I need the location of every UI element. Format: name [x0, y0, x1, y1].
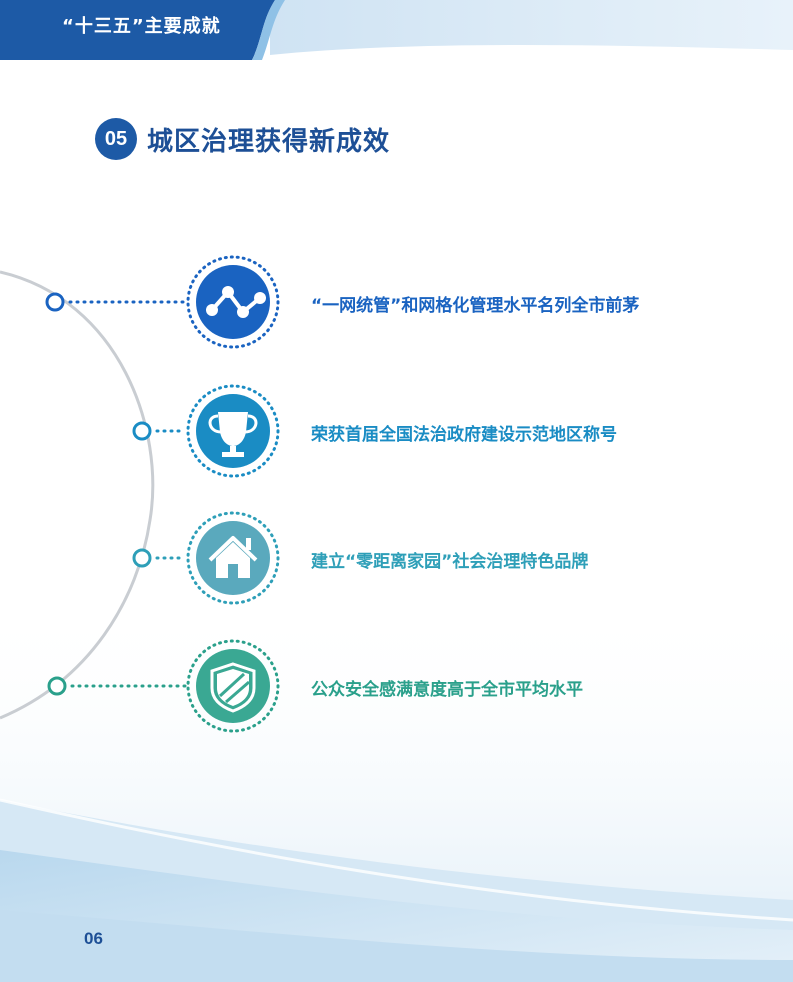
- page-number: 06: [84, 929, 103, 948]
- item-2-connector: [132, 421, 187, 441]
- item-3-connector: [132, 548, 187, 568]
- header-title: “十三五”主要成就: [62, 16, 221, 37]
- item-2-text: 荣获首届全国法治政府建设示范地区称号: [311, 425, 617, 445]
- item-4-text: 公众安全感满意度高于全市平均水平: [311, 680, 583, 700]
- header-tab-background: [0, 0, 285, 60]
- item-4-connector: [47, 676, 187, 696]
- shield-icon: [186, 639, 280, 733]
- item-1-connector: [45, 292, 187, 312]
- item-1-text: “一网统管”和网格化管理水平名列全市前茅: [311, 296, 640, 316]
- section-number-badge: 05: [95, 118, 137, 160]
- section-heading: 05 城区治理获得新成效: [95, 118, 390, 160]
- section-title: 城区治理获得新成效: [147, 126, 391, 157]
- network-nodes-icon: [186, 255, 280, 349]
- item-3-text: 建立“零距离家园”社会治理特色品牌: [311, 552, 589, 572]
- house-icon: [186, 511, 280, 605]
- trophy-icon: [186, 384, 280, 478]
